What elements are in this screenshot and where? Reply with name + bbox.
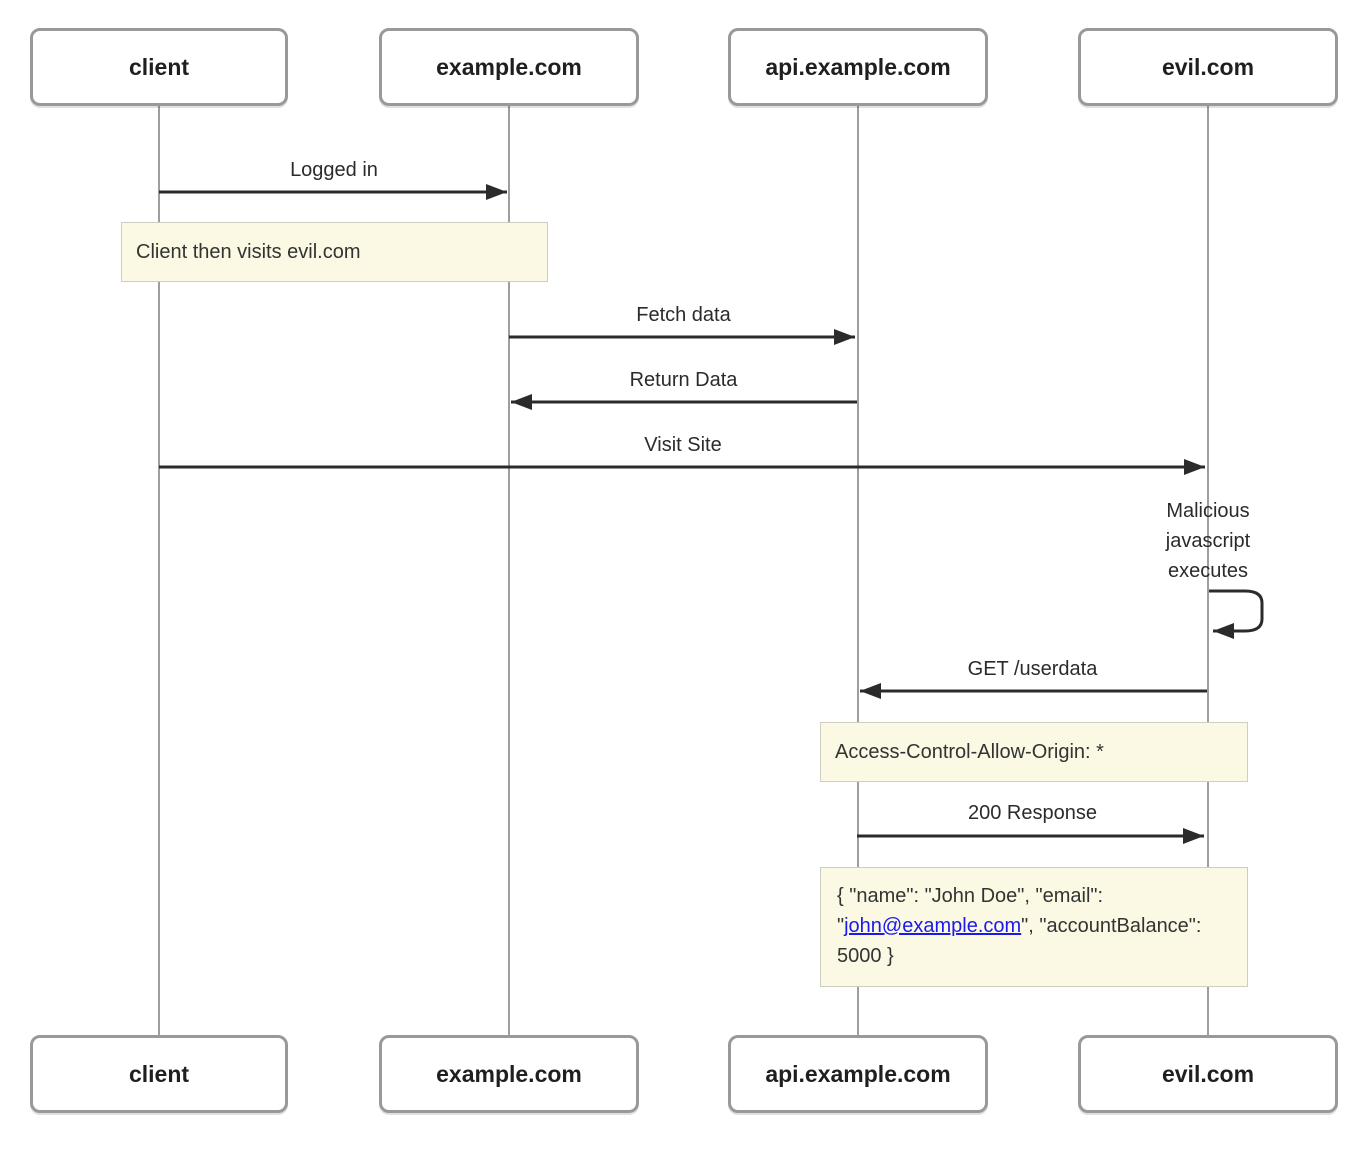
actor-top-example: example.com xyxy=(379,28,639,106)
actor-bottom-example-label: example.com xyxy=(436,1060,582,1087)
lifeline-example xyxy=(508,104,510,1037)
lifeline-evil xyxy=(1207,104,1209,1037)
note-access-control-allow-origin: Access-Control-Allow-Origin: * xyxy=(820,722,1248,782)
note-access-control-allow-origin-text: Access-Control-Allow-Origin: * xyxy=(835,740,1104,763)
actor-bottom-evil-label: evil.com xyxy=(1161,1060,1255,1087)
actor-top-api-example-label: api.example.com xyxy=(765,53,951,80)
actor-bottom-client: client xyxy=(30,1035,288,1113)
arrow-self-loop-evil xyxy=(1209,589,1264,639)
actor-bottom-api-example: api.example.com xyxy=(728,1035,988,1113)
actor-top-evil-label: evil.com xyxy=(1161,53,1255,80)
email-link[interactable]: john@example.com xyxy=(844,915,1022,937)
note-json-after-text: ", "accountBalance": 5000 } xyxy=(837,915,1202,967)
message-label-get-userdata: GET /userdata xyxy=(967,658,1098,680)
actor-top-api-example: api.example.com xyxy=(728,28,988,106)
note-client-visits-evil: Client then visits evil.com xyxy=(121,222,548,282)
actor-bottom-evil: evil.com xyxy=(1078,1035,1338,1113)
actor-bottom-api-example-label: api.example.com xyxy=(765,1060,951,1087)
actor-top-evil: evil.com xyxy=(1078,28,1338,106)
message-label-fetch-data: Fetch data xyxy=(636,304,731,326)
lifeline-api-example xyxy=(857,104,859,1037)
lifeline-client xyxy=(158,104,160,1037)
actor-bottom-example: example.com xyxy=(379,1035,639,1113)
actor-top-client-label: client xyxy=(128,53,190,80)
note-client-visits-evil-text: Client then visits evil.com xyxy=(136,240,361,263)
actor-bottom-client-label: client xyxy=(128,1060,190,1087)
message-label-visit-site: Visit Site xyxy=(644,434,722,456)
message-label-200-response: 200 Response xyxy=(968,802,1097,824)
note-json-response: { "name": "John Doe", "email": "john@exa… xyxy=(820,867,1248,987)
message-label-malicious-javascript: Malicious javascript executes xyxy=(1165,500,1251,582)
message-label-logged-in: Logged in xyxy=(290,159,378,181)
message-label-return-data: Return Data xyxy=(629,369,738,391)
actor-top-example-label: example.com xyxy=(436,53,582,80)
note-json-before-text: { "name": "John Doe", "email": " xyxy=(837,885,1104,937)
actor-top-client: client xyxy=(30,28,288,106)
